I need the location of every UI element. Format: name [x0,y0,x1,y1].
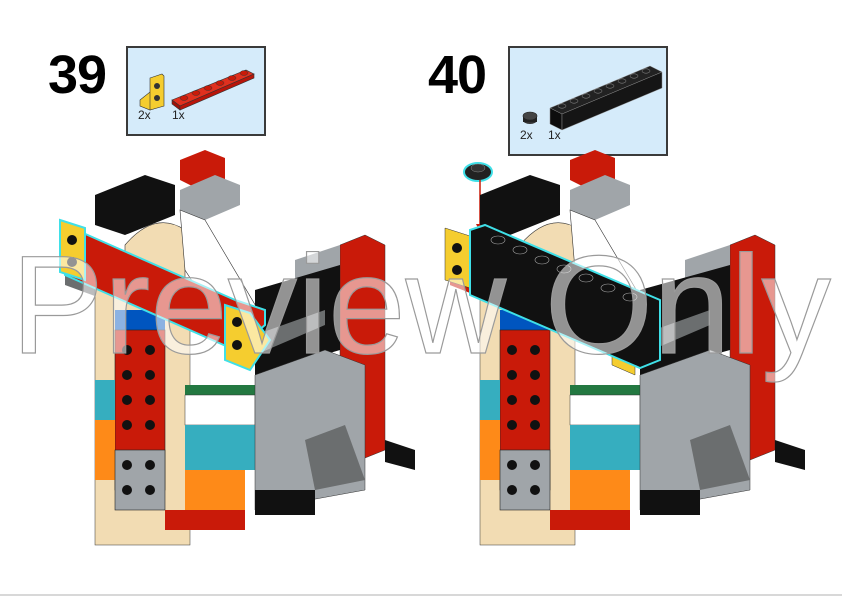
part-qty: 2x [520,128,533,142]
new-parts-highlight [59,218,272,372]
black-brick-icon [549,65,663,131]
parts-illustration [522,65,663,131]
parts-callout: 2x 1x [126,46,266,136]
build-model-step-40 [444,150,805,546]
step-number: 40 [428,45,487,105]
part-qty: 2x [138,108,151,122]
step-number: 39 [48,45,107,105]
red-plate-icon [171,69,255,111]
new-black-brick-highlight [469,223,661,370]
page-bottom-border [0,594,842,596]
build-model-step-39 [59,150,415,546]
round-plate-icon [522,111,538,124]
parts-callout: 2x 1x [508,46,668,156]
part-qty: 1x [548,128,561,142]
part-qty: 1x [172,108,185,122]
angle-bracket-icon [139,73,165,111]
parts-illustration [139,69,255,111]
